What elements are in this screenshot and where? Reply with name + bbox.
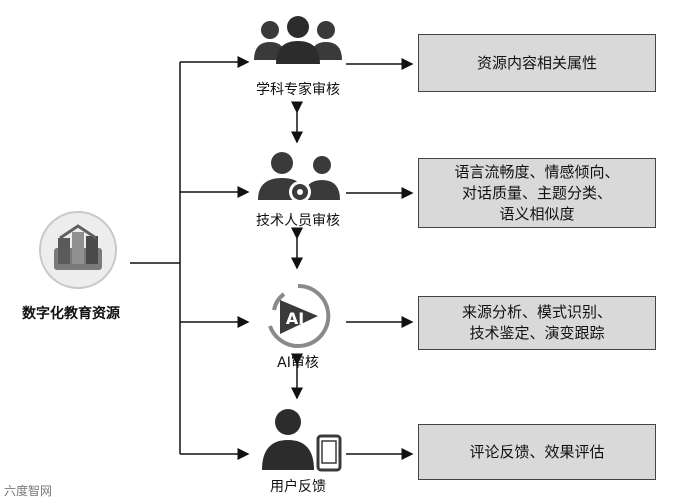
box-tech-attributes: 语言流畅度、情感倾向、 对话质量、主题分类、 语义相似度 [418, 158, 656, 228]
ai-logo-icon: AI [268, 283, 331, 348]
expert-group-icon [254, 16, 342, 64]
node-label-expert: 学科专家审核 [256, 82, 340, 98]
box-ai-attributes: 来源分析、模式识别、 技术鉴定、演变跟踪 [418, 296, 656, 350]
box-3-line-1: 来源分析、模式识别、 [461, 303, 612, 321]
box-4-line-1: 评论反馈、效果评估 [469, 442, 605, 461]
node-label-user: 用户反馈 [270, 479, 326, 495]
ai-logo-text: AI [286, 309, 304, 328]
node-label-tech: 技术人员审核 [256, 213, 340, 229]
box-expert-attributes: 资源内容相关属性 [418, 34, 656, 92]
user-phone-icon [262, 409, 342, 472]
watermark: 六度智网 [4, 484, 53, 498]
box-1-line-1: 资源内容相关属性 [476, 53, 597, 72]
source-label: 数字化教育资源 [22, 306, 120, 322]
box-2-line-3: 语义相似度 [499, 204, 575, 223]
box-3-line-2: 技术鉴定、演变跟踪 [469, 324, 605, 342]
node-label-ai: AI审核 [277, 355, 319, 371]
box-user-attributes: 评论反馈、效果评估 [418, 424, 656, 480]
box-2-line-2: 对话质量、主题分类、 [461, 183, 612, 202]
education-resources-icon [39, 211, 117, 289]
technician-gear-icon [258, 152, 340, 203]
box-2-line-1: 语言流畅度、情感倾向、 [454, 162, 620, 181]
